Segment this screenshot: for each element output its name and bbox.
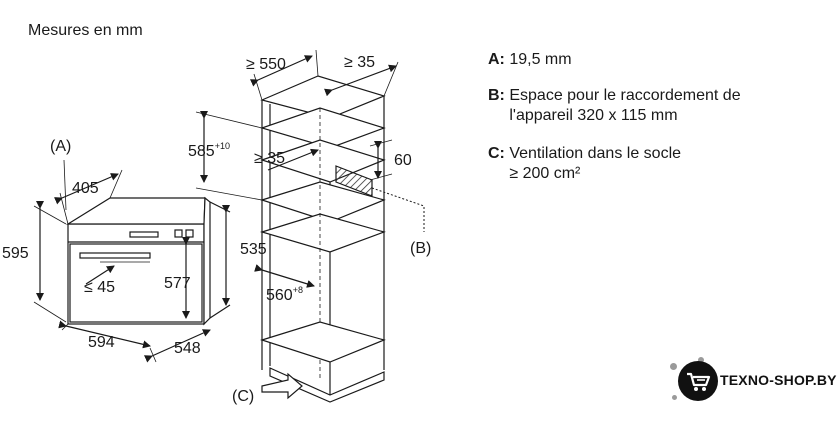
cabinet-dimensions [195,49,425,400]
label-niche-height: 535 [240,241,267,258]
logo-text: TEXNO-SHOP.BY [720,372,837,388]
legend-b-line-1: Espace pour le raccordement de [509,87,741,104]
label-cabinet-height-value: 585 [188,143,215,160]
label-cabinet-height-sup: +10 [215,141,230,151]
legend-c: C: Ventilation dans le socle ≥ 200 cm² [488,144,828,184]
legend-a: A: 19,5 mm [488,50,828,70]
label-cabinet-width-sup: +8 [293,285,303,295]
logo-dot [670,363,677,370]
label-oven-height: 595 [2,245,29,262]
label-inner-gap: ≥ 35 [254,150,285,167]
label-c: (C) [232,388,254,405]
cabinet-drawing [259,75,386,403]
logo-dot [672,395,677,400]
label-b: (B) [410,240,431,257]
label-handle-gap: ≤ 45 [84,279,115,296]
legend-b-lines: Espace pour le raccordement de l'apparei… [509,86,740,126]
legend-c-line-2: ≥ 200 cm² [509,165,581,182]
legend-a-key: A: [488,51,505,68]
oven-drawing [65,196,231,326]
label-a: (A) [50,138,71,155]
label-cabinet-width-value: 560 [266,287,293,304]
cart-icon [678,361,718,401]
label-oven-depth-top: 405 [72,180,99,197]
logo-dot [698,357,704,363]
label-oven-depth: 548 [174,340,201,357]
legend-b-line-2: l'appareil 320 x 115 mm [509,107,678,124]
label-oven-width: 594 [88,334,115,351]
legend-c-line-1: Ventilation dans le socle [509,145,682,162]
legend-b-key: B: [488,87,505,104]
label-vent-height: 60 [394,152,412,169]
legend-c-lines: Ventilation dans le socle ≥ 200 cm² [509,144,681,184]
label-cabinet-width: 560+8 [266,285,303,304]
label-cabinet-height: 585+10 [188,141,230,160]
oven-labels: (A) 405 595 ≤ 45 577 535 594 548 [2,138,267,357]
cabinet-labels: ≥ 550 ≥ 35 585+10 ≥ 35 60 (B) 560+8 (C) [188,54,431,405]
label-top-width: ≥ 550 [246,56,286,73]
shop-logo[interactable]: TEXNO-SHOP.BY [668,357,838,407]
legend-b: B: Espace pour le raccordement de l'appa… [488,86,828,126]
label-top-gap: ≥ 35 [344,54,375,71]
legend-c-key: C: [488,145,505,162]
label-oven-inner-height: 577 [164,275,191,292]
oven-dimensions [33,159,230,363]
page-title: Mesures en mm [28,22,143,39]
legend-a-text: 19,5 mm [509,51,572,68]
